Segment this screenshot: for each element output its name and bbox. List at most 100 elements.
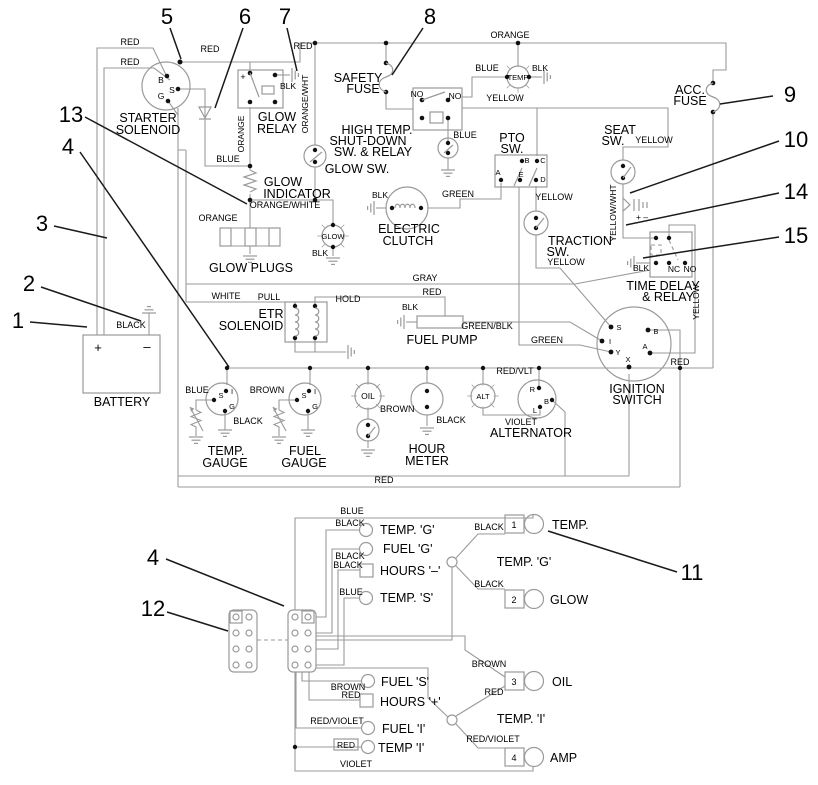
output-1-label: TEMP.	[552, 518, 589, 532]
wire-label-blk: BLK	[312, 248, 328, 258]
etr-label-1: ETR	[259, 307, 284, 321]
harness-item-hours-plus: HOURS '+'	[380, 695, 441, 709]
terminal-b: B	[158, 75, 164, 85]
battery-label: BATTERY	[94, 395, 151, 409]
wire-label-yellow-vertical: YELLOW	[691, 284, 701, 319]
alt-bulb-label: ALT	[476, 392, 490, 401]
glow-indicator-label-1: GLOW	[264, 175, 302, 189]
callout-11: 11	[681, 560, 704, 585]
safety-fuse	[378, 60, 394, 95]
wire-label-red: RED	[200, 44, 220, 54]
wire-label-green-blk: GREEN/BLK	[461, 321, 513, 331]
hour-meter	[410, 382, 444, 435]
acc-fuse	[705, 80, 721, 115]
wire-label-black: BLACK	[116, 320, 146, 330]
fuel-gauge-label-2: GAUGE	[281, 456, 326, 470]
wire-label-red: RED	[337, 740, 355, 750]
terminal-no: NO	[411, 89, 424, 99]
component-labels: STARTER SOLENOID B S G GLOW RELAY + SAFE…	[94, 71, 707, 470]
terminal-i: I	[314, 387, 316, 396]
hour-meter-label-1: HOUR	[409, 442, 446, 456]
wire-label-red: RED	[293, 41, 313, 51]
wire-label-blue: BLUE	[185, 385, 209, 395]
fuel-gauge	[271, 382, 322, 444]
wire-label-blue: BLUE	[216, 154, 240, 164]
starter-solenoid-label-1: STARTER	[119, 111, 176, 125]
harness-item-hours-minus: HOURS '–'	[380, 564, 440, 578]
wire-label-blk: BLK	[372, 190, 388, 200]
traction-sw-label-1: TRACTION	[548, 234, 612, 248]
electric-clutch-label-1: ELECTRIC	[378, 222, 440, 236]
callout-13: 13	[59, 102, 83, 127]
wires-top	[96, 42, 727, 488]
harness-group-temp-i: TEMP. 'I'	[497, 712, 545, 726]
terminal-l: L	[533, 406, 537, 415]
wire-label-brown: BROWN	[380, 404, 415, 414]
harness-item-fuel-g: FUEL 'G'	[383, 542, 432, 556]
callout-4-harness: 4	[147, 545, 159, 570]
diode-pack	[622, 197, 648, 212]
temp-gauge-label-2: GAUGE	[202, 456, 247, 470]
safety-fuse-label-2: FUSE	[346, 82, 379, 96]
output-2-number: 2	[511, 595, 516, 605]
oil-bulb-label: OIL	[361, 391, 375, 401]
time-delay-label-1: TIME DELAY	[626, 279, 700, 293]
callout-2: 2	[23, 271, 35, 296]
terminal-i: I	[231, 387, 233, 396]
glow-indicator-resistor	[242, 163, 318, 203]
harness-item-temp-s: TEMP. 'S'	[380, 591, 433, 605]
wire-label-orange-wht-vertical: ORANGE/WHT	[300, 75, 310, 134]
terminal-s: S	[616, 323, 621, 332]
battery	[82, 306, 161, 394]
callout-9: 9	[784, 82, 796, 107]
wire-label-yellow: YELLOW	[486, 93, 524, 103]
battery-minus: –	[143, 339, 151, 354]
terminal-y: Y	[615, 348, 620, 357]
harness-labels: TEMP. 'G' FUEL 'G' HOURS '–' TEMP. 'S' F…	[378, 518, 589, 765]
harness-terminals	[333, 522, 458, 755]
junction-dots	[224, 40, 683, 371]
fuel-pump-label: FUEL PUMP	[406, 333, 477, 347]
high-temp-switch	[437, 137, 459, 177]
glow-switch	[303, 144, 327, 168]
starter-solenoid-label-2: SOLENOID	[116, 123, 181, 137]
wire-label-green: GREEN	[531, 335, 563, 345]
glow-relay-plus: +	[240, 72, 245, 82]
terminal-r: R	[530, 385, 536, 394]
wire-label-yellow: YELLOW	[635, 135, 673, 145]
etr-hold: HOLD	[335, 294, 361, 304]
starter-solenoid	[141, 59, 191, 111]
pto-label-1: PTO	[499, 131, 525, 145]
harness-outputs	[504, 513, 545, 768]
terminal-b: B	[524, 156, 529, 165]
wire-label-orange-white: ORANGE/WHITE	[250, 200, 321, 210]
wire-label-blue: BLUE	[475, 63, 499, 73]
terminal-nc: NC	[668, 264, 680, 274]
callout-1: 1	[12, 308, 24, 333]
output-4-number: 4	[511, 753, 516, 763]
terminal-i: I	[609, 337, 611, 346]
wire-label-orange-vertical: ORANGE	[236, 115, 246, 152]
wire-label-brown: BROWN	[331, 682, 366, 692]
output-4-label: AMP	[550, 751, 577, 765]
wire-label-yellow-wht-vertical: YELLOW/WHT	[608, 184, 618, 241]
glow-relay	[237, 67, 299, 109]
hour-meter-label-2: METER	[405, 454, 449, 468]
terminal-g: G	[158, 91, 165, 101]
wire-label-yellow: YELLOW	[547, 257, 585, 267]
output-3-label: OIL	[552, 675, 572, 689]
callout-15: 15	[784, 223, 808, 248]
wire-label-brown: BROWN	[250, 385, 285, 395]
safety-fuse-label-1: SAFETY	[334, 71, 383, 85]
traction-switch	[523, 210, 549, 236]
etr-label-2: SOLENOID	[219, 319, 284, 333]
seat-sw-label-2: SW.	[602, 134, 625, 148]
ignition-switch	[596, 306, 672, 382]
traction-sw-label-2: SW.	[547, 245, 570, 259]
glow-bulb	[316, 219, 350, 265]
fuel-gauge-label-1: FUEL	[289, 444, 321, 458]
alternator	[517, 379, 557, 419]
harness-item-fuel-s: FUEL 'S'	[381, 675, 429, 689]
battery-plus: +	[94, 340, 102, 355]
